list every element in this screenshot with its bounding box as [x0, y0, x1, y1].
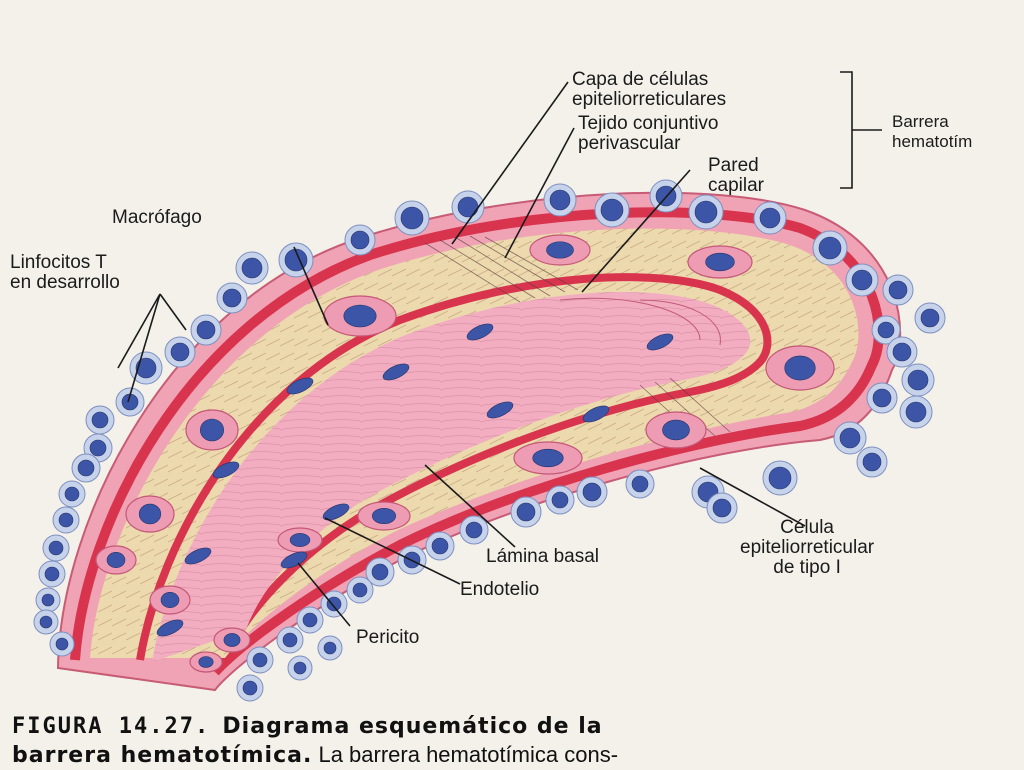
lymphocyte-nucleus: [862, 452, 882, 472]
endothelial-nuclei: [156, 323, 674, 637]
tissue-cell-nucleus: [289, 533, 311, 547]
caption-text: La barrera hematotímica cons-: [318, 742, 619, 767]
label-leader-lines: [117, 71, 882, 627]
lymphocyte-nucleus: [323, 641, 337, 655]
lymphocyte-nucleus: [58, 512, 74, 528]
label-endotelio: Endotelio: [460, 579, 540, 600]
caption-title: Diagrama esquemático de la: [222, 714, 603, 739]
figure-caption: FIGURA 14.27. Diagrama esquemático de la…: [12, 712, 1022, 770]
epithelioreticular-cells: [95, 234, 835, 673]
tissue-cell-nucleus: [546, 241, 574, 259]
lymphocyte-nucleus: [326, 596, 342, 612]
lymphocyte-nucleus: [872, 388, 892, 408]
endothelial-nucleus: [280, 551, 308, 569]
lymphocyte-nucleus: [39, 615, 53, 629]
lymphocyte-nucleus: [905, 401, 927, 423]
lymphocyte-nucleus: [371, 563, 389, 581]
lymphocyte-nucleus: [920, 308, 940, 328]
label-macrofago: Macrófago: [112, 207, 202, 228]
lymphocyte-nucleus: [465, 521, 483, 539]
lymphocyte-nucleus: [350, 230, 370, 250]
tissue-cell-nucleus: [223, 633, 241, 647]
endothelial-nucleus: [486, 401, 514, 419]
tissue-cell-nucleus: [106, 551, 126, 568]
outer-epithelial-band: [70, 207, 884, 676]
lymphocyte-nucleus: [64, 486, 80, 502]
lymphocyte-nucleus: [431, 537, 449, 555]
lymphocyte-nucleus: [582, 482, 602, 502]
tissue-cell-nucleus: [200, 418, 225, 442]
lymphocyte-nucleus: [293, 661, 307, 675]
endothelial-nucleus: [286, 377, 314, 395]
tissue-cell-nucleus: [371, 507, 396, 524]
endothelial-nucleus: [582, 405, 610, 423]
label-lamina-basal: Lámina basal: [486, 546, 600, 567]
lymphocyte-nucleus: [457, 196, 479, 218]
lymphocyte-nucleus: [694, 200, 718, 224]
endothelial-nucleus: [322, 503, 350, 521]
lymphocyte-nucleus: [252, 652, 268, 668]
tissue-cell-nucleus: [784, 355, 816, 381]
caption-figure-number: FIGURA 14.27.: [12, 714, 211, 739]
lymphocyte-nucleus: [196, 320, 216, 340]
tissue-cell-nucleus: [705, 252, 735, 272]
lymphocyte-nucleus: [839, 427, 861, 449]
lymphocyte-nucleus: [768, 466, 792, 490]
lymphocyte-nucleus: [759, 207, 781, 229]
endothelial-nucleus: [646, 333, 674, 351]
tissue-cell-nucleus: [198, 656, 214, 668]
label-pericito: Pericito: [356, 627, 420, 648]
lymphocyte-nucleus: [170, 342, 190, 362]
lymphocyte-nucleus: [712, 498, 732, 518]
lymphocyte-nucleus: [241, 257, 263, 279]
lymphocyte-nucleus: [516, 502, 536, 522]
lymphocyte-nucleus: [282, 632, 298, 648]
lymphocyte-nucleus: [89, 439, 107, 457]
lymphocyte-nucleus: [851, 269, 873, 291]
lymphocyte-nucleus: [352, 582, 368, 598]
lymphocyte-nucleus: [77, 459, 95, 477]
tissue-cell-nucleus: [662, 419, 690, 441]
endothelial-nucleus: [156, 619, 184, 637]
lymphocyte-nucleus: [600, 198, 624, 222]
caption-title-cont: barrera hematotímica.: [12, 743, 313, 768]
lymphocyte-nucleus: [907, 369, 929, 391]
lymphocyte-nucleus: [55, 637, 69, 651]
lymphocyte-nucleus: [818, 236, 842, 260]
lymphocyte-nucleus: [242, 680, 258, 696]
tissue-cell-nucleus: [138, 503, 162, 525]
tissue-cell-nucleus: [160, 591, 180, 608]
lymphocyte-nucleus: [400, 206, 424, 230]
tissue-cell-nucleus: [532, 448, 564, 468]
lymphocyte-nucleus: [48, 540, 64, 556]
lymphocyte-nucleus: [44, 566, 60, 582]
lymphocyte-nucleus: [631, 475, 649, 493]
lymphocyte-nucleus: [877, 321, 895, 339]
endothelial-nucleus: [184, 547, 212, 565]
lymphocyte-nucleus: [549, 189, 571, 211]
lymphocyte-nucleus: [551, 491, 569, 509]
lymphocyte-nucleus: [222, 288, 242, 308]
tissue-cell-nucleus: [343, 304, 377, 328]
lymphocyte-nucleus: [135, 357, 157, 379]
lymphocyte-nucleus: [892, 342, 912, 362]
lymphocyte-nucleus: [91, 411, 109, 429]
endothelial-nucleus: [382, 363, 410, 381]
lymphocyte-nucleus: [888, 280, 908, 300]
lymphocyte-nucleus: [302, 612, 318, 628]
lymphocyte-nucleus: [41, 593, 55, 607]
endothelial-nucleus: [212, 461, 240, 479]
endothelial-nucleus: [466, 323, 494, 341]
